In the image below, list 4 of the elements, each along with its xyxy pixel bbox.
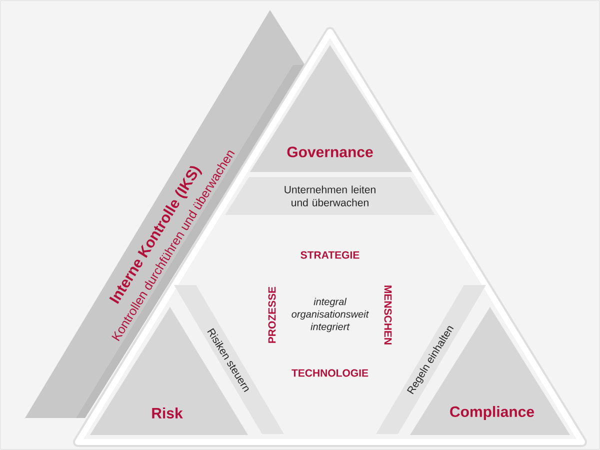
band: Unternehmen leiten und überwachen [225,177,435,215]
circle-word: MENSCHEN [384,286,392,344]
circle-word: PROZESSE [268,286,276,343]
triangle: Governance [250,45,412,172]
